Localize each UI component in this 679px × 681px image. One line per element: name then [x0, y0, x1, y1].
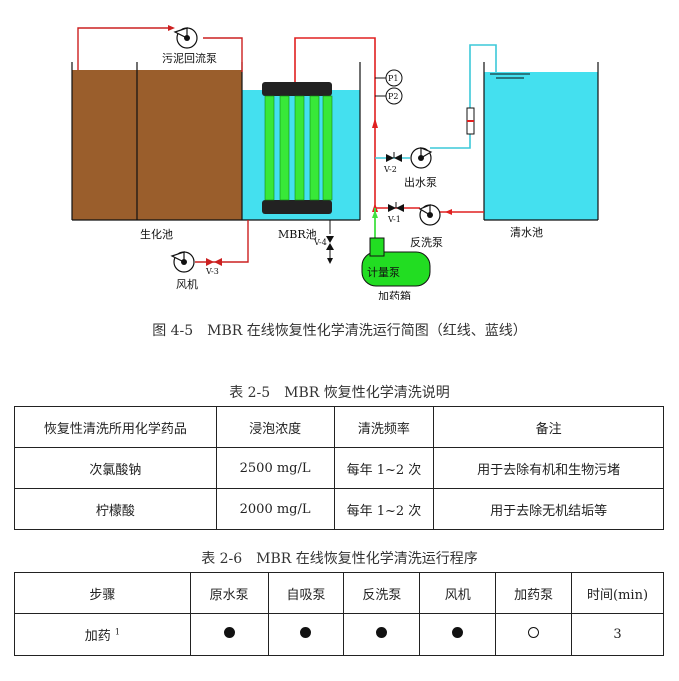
time-cell: 3 — [571, 613, 664, 656]
bio-tank-sludge — [72, 70, 242, 220]
table2-header: 原水泵 — [189, 572, 269, 614]
table2-header: 风机 — [419, 572, 497, 614]
dosing-tank-icon — [361, 237, 431, 287]
cleaning-procedure-table: 步骤 原水泵 自吸泵 反洗泵 风机 加药泵 时间(min) 加药 1 3 — [14, 572, 664, 656]
table-row: 次氯酸钠 2500 mg/L 每年 1~2 次 用于去除有机和生物污堵 — [14, 447, 664, 489]
outlet-pump-icon — [410, 147, 433, 169]
status-cell — [495, 613, 573, 656]
step-label: 加药 — [84, 629, 111, 644]
table1-cell: 柠檬酸 — [14, 488, 217, 530]
table2-header: 时间(min) — [571, 572, 664, 614]
table-row: 柠檬酸 2000 mg/L 每年 1~2 次 用于去除无机结垢等 — [14, 488, 664, 530]
label-sludge-pump: 污泥回流泵 — [162, 51, 217, 65]
pressure-gauge-p1-icon — [385, 69, 403, 87]
label-v3: V-3 — [205, 267, 219, 276]
table1-cell: 用于去除无机结垢等 — [433, 488, 664, 530]
status-cell — [343, 613, 421, 656]
table2-header: 加药泵 — [495, 572, 573, 614]
label-p1: P1 — [388, 74, 398, 83]
table2-caption: 表 2-6 MBR 在线恢复性化学清洗运行程序 — [201, 551, 478, 567]
table1-cell: 每年 1~2 次 — [333, 488, 435, 530]
label-dosing-tank: 加药箱 — [378, 289, 411, 300]
table1-header: 清洗频率 — [333, 406, 435, 448]
table2-header: 反洗泵 — [343, 572, 421, 614]
table1-cell: 每年 1~2 次 — [333, 447, 435, 489]
table1-header: 恢复性清洗所用化学药品 — [14, 406, 217, 448]
table1-cell: 用于去除有机和生物污堵 — [433, 447, 664, 489]
table1-header: 备注 — [433, 406, 664, 448]
status-cell — [419, 613, 497, 656]
label-blower: 风机 — [176, 277, 198, 291]
label-mbr-tank: MBR池 — [278, 228, 317, 241]
step-footnote: 1 — [114, 627, 120, 637]
figure-caption: 图 4-5 MBR 在线恢复性化学清洗运行简图（红线、蓝线） — [152, 323, 527, 339]
table2-header: 步骤 — [14, 572, 191, 614]
step-cell: 加药 1 — [14, 613, 191, 656]
status-mark — [528, 627, 540, 638]
table1-cell: 2000 mg/L — [215, 488, 335, 530]
table1-cell: 次氯酸钠 — [14, 447, 217, 489]
valve-v2-icon — [386, 152, 402, 162]
status-mark — [300, 627, 312, 638]
table2-header-row: 步骤 原水泵 自吸泵 反洗泵 风机 加药泵 时间(min) — [14, 572, 664, 614]
label-clean-tank: 清水池 — [510, 226, 543, 239]
label-outlet-pump: 出水泵 — [404, 175, 437, 189]
chemical-cleaning-table: 恢复性清洗所用化学药品 浸泡浓度 清洗频率 备注 次氯酸钠 2500 mg/L … — [14, 406, 664, 530]
table1-header-row: 恢复性清洗所用化学药品 浸泡浓度 清洗频率 备注 — [14, 406, 664, 448]
status-mark — [452, 627, 464, 638]
label-bio-tank: 生化池 — [140, 227, 173, 241]
label-p2: P2 — [388, 92, 398, 101]
clean-water-tank — [484, 72, 598, 220]
status-cell — [189, 613, 269, 656]
sludge-return-pump-icon — [173, 27, 198, 49]
status-mark — [223, 627, 235, 638]
blower-icon — [170, 251, 195, 273]
mbr-cleaning-diagram: 污泥回流泵 生化池 MBR池 清水池 风机 出水泵 反洗泵 计量泵 加药箱 P1… — [71, 25, 599, 300]
label-metering-pump: 计量泵 — [367, 266, 400, 279]
valve-v3-icon — [206, 258, 222, 266]
table1-header: 浸泡浓度 — [215, 406, 335, 448]
backwash-pump-icon — [418, 204, 441, 226]
pressure-gauge-p2-icon — [385, 87, 403, 105]
valve-v1-icon — [388, 202, 404, 212]
valve-v4-icon — [326, 236, 334, 250]
table-row: 加药 1 3 — [14, 613, 664, 656]
label-v1: V-1 — [387, 215, 401, 224]
label-backwash-pump: 反洗泵 — [410, 236, 443, 249]
label-v2: V-2 — [383, 165, 397, 174]
table1-cell: 2500 mg/L — [215, 447, 335, 489]
status-mark — [376, 627, 388, 638]
label-v4: V-4 — [313, 238, 327, 247]
table2-header: 自吸泵 — [267, 572, 345, 614]
table1-caption: 表 2-5 MBR 恢复性化学清洗说明 — [229, 385, 450, 401]
status-cell — [267, 613, 345, 656]
membrane-module — [262, 82, 333, 214]
